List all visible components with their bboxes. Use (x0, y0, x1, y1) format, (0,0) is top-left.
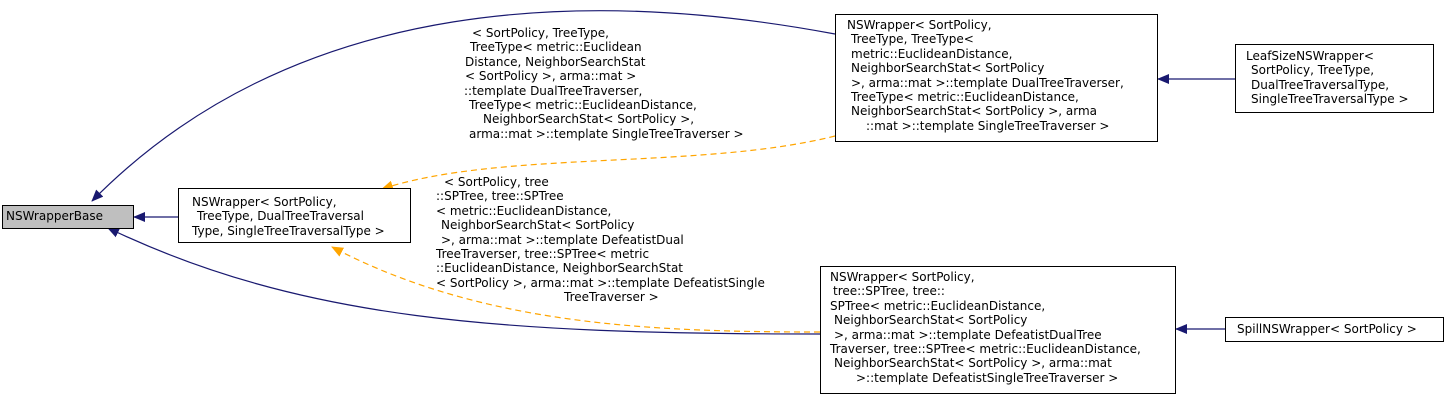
node-line: ::mat >::template SingleTreeTraverser > (866, 118, 1110, 133)
node-nswrapper[interactable]: NSWrapper< SortPolicy, TreeType, DualTre… (178, 188, 411, 243)
node-nswrapper-dual[interactable]: NSWrapper< SortPolicy, TreeType, TreeTyp… (835, 14, 1158, 142)
edge-label-line: NeighborSearchStat< SortPolicy (441, 218, 635, 233)
edge-label-line: < SortPolicy >, arma::mat > (465, 69, 637, 84)
node-line: TreeType, DualTreeTraversal (197, 209, 364, 224)
edge-label-sp-template: < SortPolicy, tree ::SPTree, tree::SPTre… (436, 175, 765, 305)
node-line: NeighborSearchStat< SortPolicy >, arma (851, 104, 1098, 119)
node-line: LeafSizeNSWrapper< (1246, 49, 1374, 63)
edge-nswrapper-dual-to-base (91, 10, 836, 202)
template-edge-sp (331, 246, 821, 333)
node-nswrapper-sp[interactable]: NSWrapper< SortPolicy, tree::SPTree, tre… (820, 266, 1176, 394)
node-line: Type, SingleTreeTraversalType > (192, 223, 385, 238)
edge-label-line: < metric::EuclideanDistance, (436, 203, 612, 218)
node-line: TreeType< metric::EuclideanDistance, (851, 90, 1079, 105)
edge-label-line: >, arma::mat >::template DefeatistDual (441, 232, 684, 247)
node-leafsize-nswrapper[interactable]: LeafSizeNSWrapper< SortPolicy, TreeType,… (1235, 44, 1434, 113)
node-line: NSWrapper< SortPolicy, (192, 195, 337, 209)
edge-label-line: TreeTraverser > (564, 290, 659, 305)
edge-label-line: TreeType< metric::Euclidean (470, 40, 642, 55)
edge-nswrapper-sp-to-base (107, 227, 821, 335)
edge-label-dual-template: < SortPolicy, TreeType, TreeType< metric… (464, 26, 744, 141)
node-line: metric::EuclideanDistance, (851, 46, 1013, 61)
node-spill-nswrapper[interactable]: SpillNSWrapper< SortPolicy > (1225, 317, 1444, 342)
node-line: SpillNSWrapper< SortPolicy > (1237, 322, 1417, 336)
node-line: >::template DefeatistSingleTreeTraverser… (856, 370, 1119, 385)
node-line: Traverser, tree::SPTree< metric::Euclide… (830, 342, 1141, 357)
edge-label-line: < SortPolicy, TreeType, (472, 26, 609, 40)
edge-label-line: NeighborSearchStat< SortPolicy >, (483, 112, 695, 127)
edge-label-line: arma::mat >::template SingleTreeTraverse… (469, 126, 744, 141)
node-line: SPTree< metric::EuclideanDistance, (830, 298, 1046, 313)
node-line: >, arma::mat >::template DualTreeTravers… (851, 75, 1124, 90)
node-line: SingleTreeTraversalType > (1251, 92, 1409, 107)
node-line: NSWrapperBase (6, 209, 103, 223)
node-nswrapper-base[interactable]: NSWrapperBase (2, 205, 134, 229)
edge-label-line: TreeType< metric::EuclideanDistance, (469, 98, 697, 113)
edge-label-line: Distance, NeighborSearchStat (465, 54, 646, 69)
template-edge-dual (381, 135, 836, 191)
edge-label-line: ::template DualTreeTraverser, (464, 83, 643, 98)
node-line: TreeType, TreeType< (851, 32, 974, 47)
edge-label-line: < SortPolicy >, arma::mat >::template De… (436, 275, 765, 290)
edge-label-line: ::SPTree, tree::SPTree (436, 189, 564, 204)
node-line: SortPolicy, TreeType, (1251, 63, 1375, 78)
node-line: NSWrapper< SortPolicy, (847, 18, 992, 32)
node-line: DualTreeTraversalType, (1251, 77, 1390, 92)
node-line: NeighborSearchStat< SortPolicy (851, 61, 1045, 76)
node-line: NSWrapper< SortPolicy, (830, 270, 975, 284)
node-line: NeighborSearchStat< SortPolicy (834, 313, 1028, 328)
node-line: tree::SPTree, tree:: (833, 284, 945, 299)
edge-label-line: ::EuclideanDistance, NeighborSearchStat (436, 261, 684, 276)
node-line: >, arma::mat >::template DefeatistDualTr… (834, 327, 1102, 342)
node-line: NeighborSearchStat< SortPolicy >, arma::… (834, 356, 1112, 371)
edge-label-line: TreeTraverser, tree::SPTree< metric (436, 247, 650, 262)
edge-label-line: < SortPolicy, tree (444, 175, 549, 189)
